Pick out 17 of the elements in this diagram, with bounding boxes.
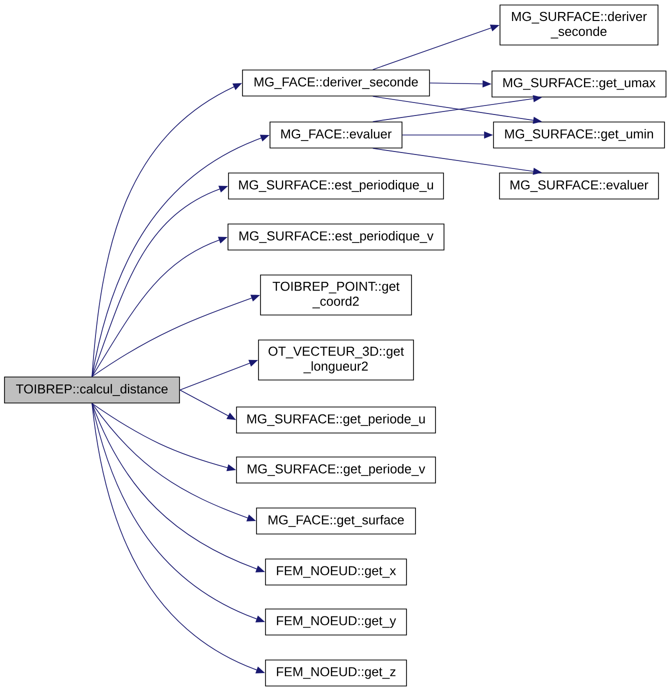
function-box: MG_SURFACE::est_periodique_v [228, 224, 444, 250]
function-box: MG_FACE::deriver_seconde [242, 70, 430, 96]
function-box: MG_SURFACE::est_periodique_u [228, 172, 444, 200]
function-box: TOIBREP::calcul_distance [4, 376, 180, 404]
function-box: MG_SURFACE::get_periode_u [236, 406, 436, 434]
function-box: MG_SURFACE::get_umin [493, 122, 665, 148]
function-box: OT_VECTEUR_3D::get _longueur2 [258, 340, 414, 380]
function-box: FEM_NOEUD::get_y [265, 608, 407, 636]
function-box: MG_SURFACE::get_umax [492, 70, 666, 98]
function-box: MG_SURFACE::get_periode_v [236, 456, 436, 484]
function-box: TOIBREP_POINT::get _coord2 [260, 274, 412, 316]
function-box: FEM_NOEUD::get_z [265, 660, 407, 686]
function-box: MG_SURFACE::evaluer [499, 172, 659, 200]
function-box: MG_FACE::get_surface [256, 508, 416, 534]
function-box: MG_SURFACE::deriver _seconde [500, 4, 658, 46]
function-box: MG_FACE::evaluer [270, 122, 402, 148]
function-box: FEM_NOEUD::get_x [265, 558, 407, 586]
